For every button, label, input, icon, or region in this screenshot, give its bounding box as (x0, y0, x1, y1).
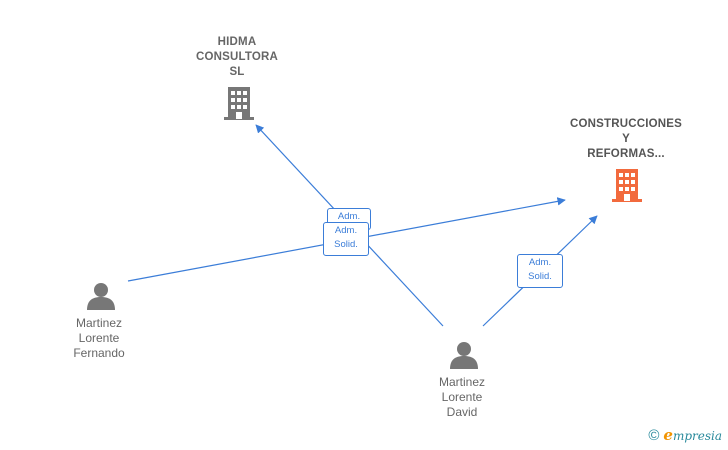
role-line: Solid. (334, 239, 358, 250)
person-label-david[interactable]: Martinez Lorente David (412, 375, 512, 420)
role-line: Adm. (334, 225, 358, 236)
label-line: Fernando (73, 346, 125, 360)
label-line: CONSULTORA (195, 51, 279, 63)
label-line: SL (229, 66, 245, 78)
label-line: CONSTRUCCIONES (569, 118, 683, 130)
person-label-fernando[interactable]: Martinez Lorente Fernando (49, 316, 149, 361)
label-line: Martinez (438, 375, 485, 389)
brand-logo[interactable]: empresia (663, 426, 722, 444)
role-line: Solid. (528, 271, 552, 282)
person-icon[interactable] (449, 340, 479, 375)
person-icon[interactable] (86, 281, 116, 316)
label-line: HIDMA (217, 36, 257, 48)
label-line: Martinez (75, 316, 122, 330)
copyright-icon: © (648, 426, 660, 444)
company-label-hidma[interactable]: HIDMA CONSULTORA SL (187, 35, 287, 80)
footer-brand: © empresia (648, 426, 722, 444)
label-line: REFORMAS... (587, 148, 665, 160)
role-line: Adm. (528, 257, 552, 268)
brand-initial: e (663, 426, 673, 444)
label-line: Y (622, 133, 630, 145)
building-icon[interactable] (223, 85, 255, 126)
label-line: David (446, 405, 478, 419)
role-badge-david-construcciones[interactable]: Adm. Solid. (517, 254, 563, 288)
label-line: Lorente (441, 390, 483, 404)
label-line: Lorente (78, 331, 120, 345)
role-badge-fernando-construcciones[interactable]: Adm. Solid. (323, 222, 369, 256)
building-icon[interactable] (611, 167, 643, 208)
company-label-construcciones[interactable]: CONSTRUCCIONES Y REFORMAS... (556, 117, 696, 162)
brand-name: mpresia (672, 429, 722, 443)
role-line: Adm. (337, 211, 361, 222)
